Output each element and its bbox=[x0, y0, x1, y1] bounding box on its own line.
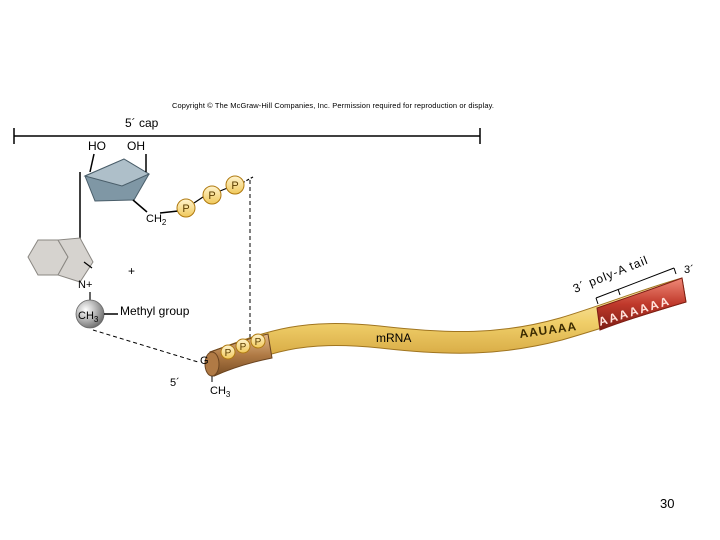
ribose-sugar bbox=[79, 153, 179, 265]
svg-text:P: P bbox=[225, 348, 232, 359]
zoom-connector-lines bbox=[92, 180, 251, 363]
mrna-five-prime-label: 5´ bbox=[170, 377, 180, 389]
methyl-group-label: Methyl group bbox=[120, 304, 190, 318]
mrna-phosphate-2: P bbox=[235, 338, 251, 354]
svg-text:P: P bbox=[240, 342, 247, 353]
mrna-label: mRNA bbox=[376, 331, 411, 345]
mrna-phosphate-3: P bbox=[250, 333, 266, 349]
n-plus-label: N+ bbox=[78, 279, 92, 291]
oh-label: OH bbox=[127, 139, 145, 153]
guanine-base bbox=[27, 237, 94, 283]
methyl-group: CH3 bbox=[75, 292, 118, 329]
copyright-notice: Copyright © The McGraw-Hill Companies, I… bbox=[172, 101, 495, 110]
svg-text:P: P bbox=[231, 180, 238, 192]
ch2-label: CH2 bbox=[146, 213, 167, 227]
poly-a-bracket bbox=[595, 267, 677, 305]
methyl-ch3-label: CH3 bbox=[78, 310, 99, 324]
svg-text:P: P bbox=[182, 203, 189, 215]
cap-bracket bbox=[13, 128, 481, 144]
poly-a-tail-label: 3´ poly-A tail bbox=[571, 253, 650, 296]
mrna-cap-phosphates: P P P bbox=[220, 333, 266, 360]
ho-label: HO bbox=[88, 139, 106, 153]
plus-charge: + bbox=[128, 264, 135, 278]
phosphate-1: P bbox=[176, 198, 196, 218]
mrna-phosphate-1: P bbox=[220, 344, 236, 360]
mrna-g-label: G bbox=[200, 355, 209, 367]
five-prime-cap-label: 5´ cap bbox=[125, 116, 159, 130]
cap-phosphate-chain: P P P bbox=[176, 175, 254, 218]
mrna-three-prime-label: 3´ bbox=[684, 264, 694, 276]
page-number: 30 bbox=[660, 496, 675, 511]
mrna-strand bbox=[204, 277, 687, 377]
phosphate-3: P bbox=[225, 175, 245, 195]
phosphate-2: P bbox=[202, 185, 222, 205]
svg-text:P: P bbox=[208, 190, 215, 202]
svg-text:P: P bbox=[255, 337, 262, 348]
mrna-ch3-label: CH3 bbox=[210, 385, 231, 399]
